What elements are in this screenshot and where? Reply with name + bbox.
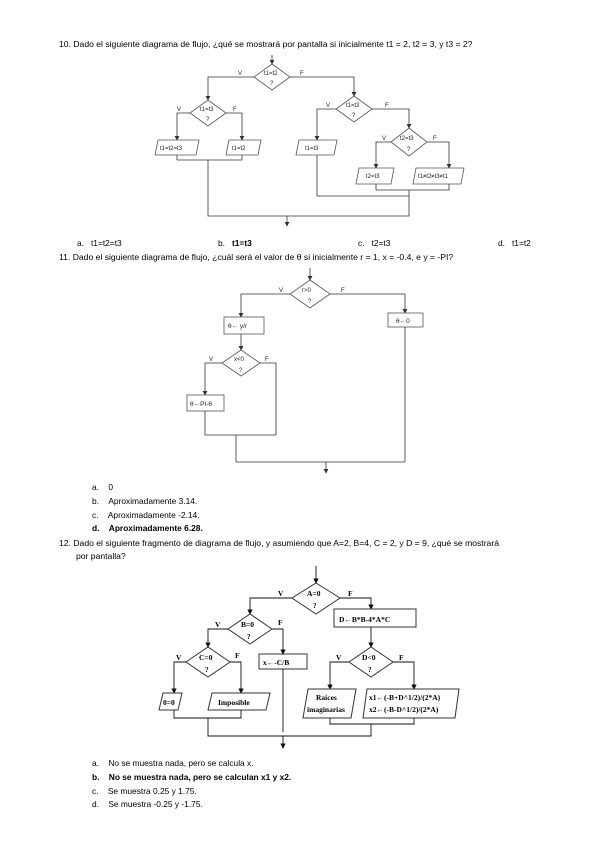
svg-text:r>0: r>0: [302, 288, 312, 294]
svg-text:t1=t3: t1=t3: [200, 107, 214, 113]
assign-discriminant: [333, 608, 417, 628]
output-t1-t3: [295, 139, 338, 156]
svg-text:F: F: [348, 589, 353, 598]
svg-text:?: ?: [313, 602, 317, 610]
svg-text:V: V: [215, 620, 221, 629]
decision-t1-t3-right: [335, 95, 373, 123]
svg-text:t1=t3: t1=t3: [346, 103, 360, 109]
svg-text:?: ?: [247, 633, 251, 641]
svg-text:?: ?: [239, 368, 243, 374]
svg-text:imaginarias: imaginarias: [307, 705, 345, 714]
question-10-text: 10. Dado el siguiente diagrama de flujo,…: [59, 39, 473, 49]
svg-text:V: V: [382, 136, 386, 142]
output-imposible: [207, 692, 271, 711]
svg-text:?: ?: [368, 666, 372, 674]
decision-a-eq-0: [291, 582, 341, 615]
svg-text:F: F: [385, 103, 389, 109]
svg-text:t1=t3: t1=t3: [305, 146, 319, 152]
decision-x-lt-0: [221, 349, 261, 377]
option-d[interactable]: d. t1=t2: [498, 238, 531, 248]
svg-text:F: F: [265, 357, 269, 363]
svg-text:?: ?: [407, 147, 411, 153]
svg-text:A=0: A=0: [307, 589, 321, 598]
decision-c-eq-0: [185, 646, 231, 678]
output-all-different: [412, 167, 465, 185]
question-12-text-line2: por pantalla?: [76, 551, 126, 561]
svg-text:F: F: [278, 618, 283, 627]
decision-t1-t3-left: [189, 99, 227, 127]
option-b[interactable]: b. Aproximadamente 3.14.: [92, 496, 198, 506]
svg-text:?: ?: [206, 117, 210, 123]
question-12-text-line1: 12. Dado el siguiente fragmento de diagr…: [59, 538, 499, 548]
svg-text:x1←(-B+D^1/2)/(2*A): x1←(-B+D^1/2)/(2*A): [369, 693, 441, 702]
output-t2-t3: [355, 167, 395, 185]
assign-theta-y-r: [223, 316, 265, 335]
option-c[interactable]: c. Se muestra 0.25 y 1.75.: [92, 786, 197, 796]
svg-text:F: F: [235, 651, 240, 660]
svg-text:V: V: [326, 103, 330, 109]
svg-text:C=0: C=0: [199, 653, 213, 662]
decision-b-eq-0: [227, 613, 273, 645]
svg-text:t1=t2: t1=t2: [232, 146, 246, 152]
svg-text:V: V: [238, 71, 242, 77]
decision-t2-t3: [390, 127, 428, 157]
svg-text:0=0: 0=0: [163, 698, 175, 707]
output-t1-t2-t3: [154, 139, 200, 156]
svg-text:t2=t3: t2=t3: [400, 136, 414, 142]
option-d[interactable]: d. Aproximadamente 6.28.: [92, 523, 203, 533]
svg-text:Raíces: Raíces: [316, 693, 337, 702]
svg-text:x2←(-B-D^1/2)/(2*A): x2←(-B-D^1/2)/(2*A): [369, 705, 439, 714]
option-d[interactable]: d. Se muestra -0.25 y -1.75.: [92, 799, 203, 809]
decision-r-gt-0: [289, 279, 331, 309]
svg-text:x←-C/B: x←-C/B: [263, 658, 289, 667]
svg-text:V: V: [279, 288, 283, 294]
output-x1-x2: [362, 688, 460, 719]
svg-text:D←B*B-4*A*C: D←B*B-4*A*C: [339, 615, 390, 624]
svg-text:θ←PI-θ: θ←PI-θ: [190, 401, 212, 408]
svg-text:V: V: [336, 653, 342, 662]
svg-text:B=0: B=0: [241, 620, 254, 629]
svg-text:V: V: [278, 589, 284, 598]
svg-text:?: ?: [352, 113, 356, 119]
svg-text:V: V: [209, 357, 213, 363]
output-t1-t2: [225, 139, 262, 156]
option-a[interactable]: a. 0: [92, 482, 113, 492]
svg-text:?: ?: [205, 666, 209, 674]
svg-text:θ←0: θ←0: [396, 318, 410, 325]
option-c[interactable]: c. t2=t3: [358, 238, 391, 248]
svg-text:F: F: [399, 653, 404, 662]
svg-text:V: V: [177, 107, 181, 113]
option-a[interactable]: a. t1=t2=t3: [77, 238, 122, 248]
svg-text:F: F: [233, 107, 237, 113]
assign-theta-0: [387, 312, 424, 328]
decision-d-lt-0: [348, 646, 394, 678]
svg-text:t1=t2=t3: t1=t2=t3: [160, 146, 183, 152]
question-11-text: 11. Dado el siguiente diagrama de flujo,…: [59, 252, 454, 262]
svg-text:F: F: [300, 71, 304, 77]
svg-text:F: F: [433, 136, 437, 142]
svg-text:x<0: x<0: [234, 357, 245, 363]
option-a[interactable]: a. No se muestra nada, pero se calcula x…: [92, 758, 254, 768]
option-c[interactable]: c. Aproximadamente -2.14.: [92, 510, 200, 520]
svg-text:θ← y/r: θ← y/r: [228, 323, 248, 330]
assign-theta-pi-minus-theta: [186, 394, 225, 412]
svg-text:F: F: [341, 288, 345, 294]
option-b[interactable]: b. t1=t3: [218, 238, 252, 248]
svg-text:Imposible: Imposible: [218, 698, 250, 707]
svg-text:V: V: [176, 653, 182, 662]
svg-text:?: ?: [270, 81, 274, 87]
svg-text:t2=t3: t2=t3: [366, 174, 380, 180]
option-b[interactable]: b. No se muestra nada, pero se calculan …: [92, 772, 292, 782]
svg-text:?: ?: [308, 299, 312, 305]
output-0-eq-0: [158, 692, 183, 711]
decision-t1-t2-label: t1=t2: [264, 71, 278, 77]
svg-text:t1≠t2≠t3≠t1: t1≠t2≠t3≠t1: [418, 174, 449, 180]
output-raices-imaginarias: [302, 688, 357, 719]
svg-text:D<0: D<0: [362, 653, 376, 662]
decision-t1-t2: [253, 63, 291, 91]
